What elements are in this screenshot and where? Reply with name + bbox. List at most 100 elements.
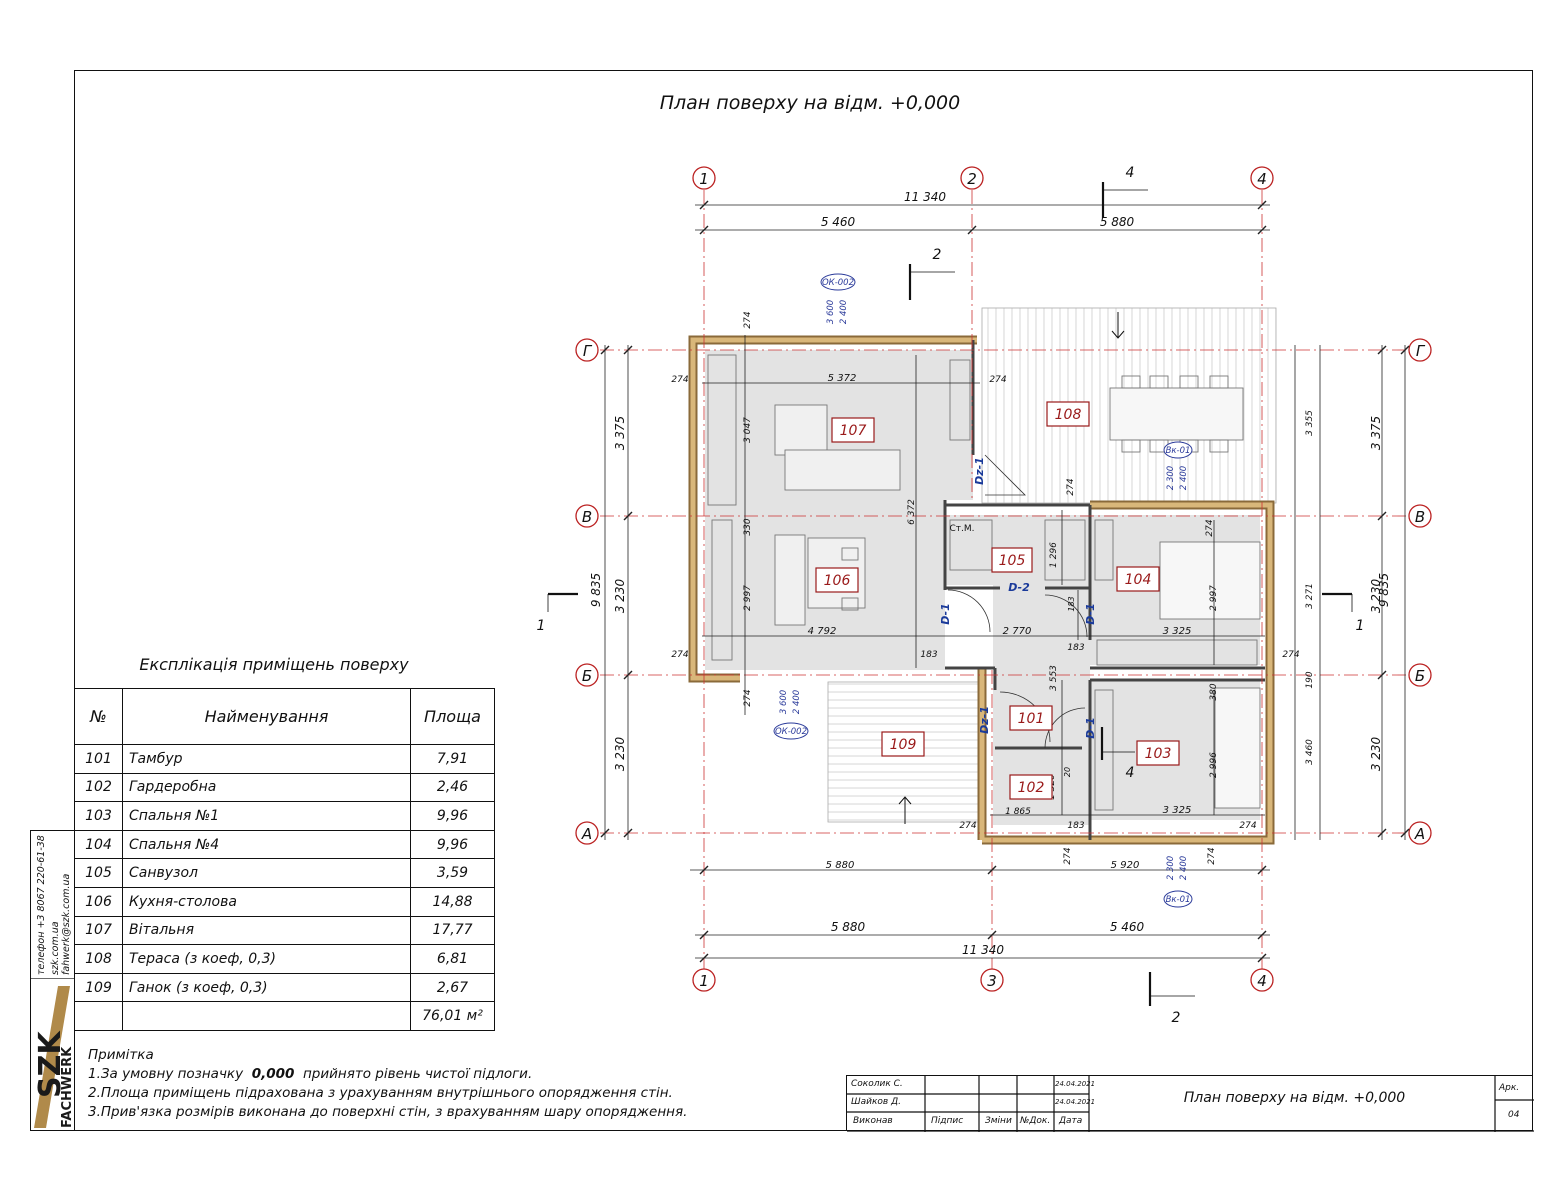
table-total-row: 76,01 м² bbox=[74, 1001, 495, 1031]
axis-label-2-top: 2 bbox=[967, 170, 977, 188]
dim-right-1: 3 375 bbox=[1369, 416, 1383, 450]
window-ok002-bottom: ОК-002 bbox=[775, 727, 807, 737]
door-dz1-bottom: Dz-1 bbox=[978, 706, 991, 734]
dim-right-total: 9 835 bbox=[1377, 573, 1391, 607]
dim-right-in-2: 3 271 bbox=[1305, 583, 1315, 609]
section-label-4-top: 4 bbox=[1126, 165, 1135, 181]
company-site: szk.com.ua bbox=[50, 921, 61, 975]
dim-274-v-f: 274 bbox=[1207, 847, 1217, 864]
dim-183-b: 183 bbox=[1067, 643, 1084, 653]
room-number: 109 bbox=[74, 972, 123, 1003]
axis-label-1-bottom: 1 bbox=[699, 972, 709, 990]
company-logo: SZK FACHWERK bbox=[30, 978, 74, 1128]
room-name: Тераса (з коеф, 0,3) bbox=[122, 944, 411, 974]
dim-bot-in-b: 5 920 bbox=[1111, 860, 1140, 871]
dim-top-a: 5 460 bbox=[821, 215, 856, 229]
furniture bbox=[707, 354, 1261, 811]
dim-left-3: 3 230 bbox=[613, 736, 627, 771]
dim-183-v: 183 bbox=[1067, 596, 1076, 611]
dim-3325-bottom: 3 325 bbox=[1163, 805, 1192, 816]
room-tag-105: 105 bbox=[999, 553, 1026, 569]
dim-2770: 2 770 bbox=[1003, 626, 1032, 637]
room-area: 9,96 bbox=[410, 829, 495, 860]
section-label-1-right: 1 bbox=[1356, 618, 1365, 634]
axis-label-a-right: А bbox=[1414, 825, 1425, 843]
dim-183-c: 183 bbox=[1067, 821, 1084, 831]
room-area: 7,91 bbox=[410, 744, 495, 774]
note-3: 3.Прив'язка розмірів виконана до поверхн… bbox=[88, 1104, 688, 1120]
dim-1865: 1 865 bbox=[1005, 807, 1031, 817]
dim-330: 330 bbox=[743, 518, 753, 535]
axis-label-b-right: Б bbox=[1415, 667, 1425, 685]
room-tag-103: 103 bbox=[1145, 746, 1172, 762]
axis-label-a-left: А bbox=[581, 825, 592, 843]
dim-right-in-1: 3 355 bbox=[1305, 410, 1315, 436]
window-width-a: 3 600 bbox=[826, 300, 836, 324]
stamp-person-1: Соколик С. bbox=[851, 1079, 903, 1089]
notes-heading: Примітка bbox=[88, 1047, 154, 1063]
dim-2997-a: 2 997 bbox=[743, 585, 753, 611]
dim-274-f: 274 bbox=[1239, 821, 1256, 831]
dim-top-total: 11 340 bbox=[904, 190, 946, 204]
dim-right-3: 3 230 bbox=[1369, 736, 1383, 771]
dim-20: 20 bbox=[1063, 767, 1072, 777]
company-email: fahwerk@szk.com.ua bbox=[61, 873, 72, 975]
washing-machine-label: Ст.М. bbox=[949, 524, 974, 534]
stamp-col-changes: Зміни bbox=[985, 1116, 1012, 1126]
dim-top-b: 5 880 bbox=[1100, 215, 1135, 229]
title-block: Соколик С. Шайков Д. 24.04.2021 24.04.20… bbox=[846, 1075, 1534, 1132]
axis-label-g-left: Г bbox=[583, 342, 593, 360]
dim-3047: 3 047 bbox=[743, 417, 753, 443]
dim-bot-a: 5 880 bbox=[831, 920, 866, 934]
room-name: Вітальня bbox=[122, 915, 411, 946]
room-tag-106: 106 bbox=[824, 573, 851, 589]
section-label-1-left: 1 bbox=[537, 618, 546, 634]
company-phone: телефон +3 8067 220-61-38 bbox=[36, 835, 47, 975]
room-name: Тамбур bbox=[122, 744, 411, 774]
door-d1-c: D-1 bbox=[1084, 717, 1097, 739]
door-d1-a: D-1 bbox=[939, 603, 952, 625]
logo-brand: FACHWERK bbox=[60, 1046, 74, 1128]
room-number: 107 bbox=[74, 915, 123, 946]
note-2: 2.Площа приміщень підрахована з урахуван… bbox=[88, 1085, 673, 1101]
stamp-date-2: 24.04.2021 bbox=[1055, 1098, 1096, 1106]
slope-arrows bbox=[898, 312, 1125, 824]
room-name: Спальня №4 bbox=[122, 829, 411, 860]
section-label-2-bottom: 2 bbox=[1172, 1010, 1181, 1026]
window-vk01-bottom: Вк-01 bbox=[1166, 895, 1191, 905]
dim-274-a: 274 bbox=[671, 375, 688, 385]
note-1-text-c: прийнято рівень чистої підлоги. bbox=[302, 1066, 533, 1082]
dim-1296: 1 296 bbox=[1049, 542, 1059, 568]
dim-5372: 5 372 bbox=[828, 373, 857, 384]
window-mark-ellipses bbox=[773, 273, 1193, 908]
note-1-text-a: 1.За умовну позначку bbox=[88, 1066, 244, 1082]
dimension-ticks bbox=[600, 200, 1410, 963]
room-tag-boxes bbox=[815, 401, 1180, 800]
room-area: 2,46 bbox=[410, 772, 495, 803]
room-name: Ганок (з коеф, 0,3) bbox=[122, 972, 411, 1003]
stamp-col-sign: Підпис bbox=[931, 1116, 964, 1126]
dimension-lines bbox=[604, 204, 1406, 959]
axis-bubbles bbox=[575, 166, 1432, 992]
stamp-col-executor: Виконав bbox=[853, 1116, 893, 1126]
col-header-area: Площа bbox=[410, 688, 495, 745]
stamp-col-doc: №Док. bbox=[1020, 1116, 1051, 1126]
stamp-title: План поверху на відм. +0,000 bbox=[1183, 1090, 1406, 1106]
dim-380: 380 bbox=[1209, 683, 1219, 700]
room-area: 2,67 bbox=[410, 972, 495, 1003]
dim-274-v-d: 274 bbox=[1205, 519, 1215, 536]
dim-183-a: 183 bbox=[920, 650, 937, 660]
window-height-d: 2 400 bbox=[1179, 856, 1189, 880]
interior-walls bbox=[943, 340, 1265, 840]
room-number: 103 bbox=[74, 801, 123, 831]
door-d2: D-2 bbox=[1008, 581, 1030, 594]
binding-margin-frame bbox=[30, 830, 74, 1131]
col-header-name: Найменування bbox=[122, 688, 411, 745]
